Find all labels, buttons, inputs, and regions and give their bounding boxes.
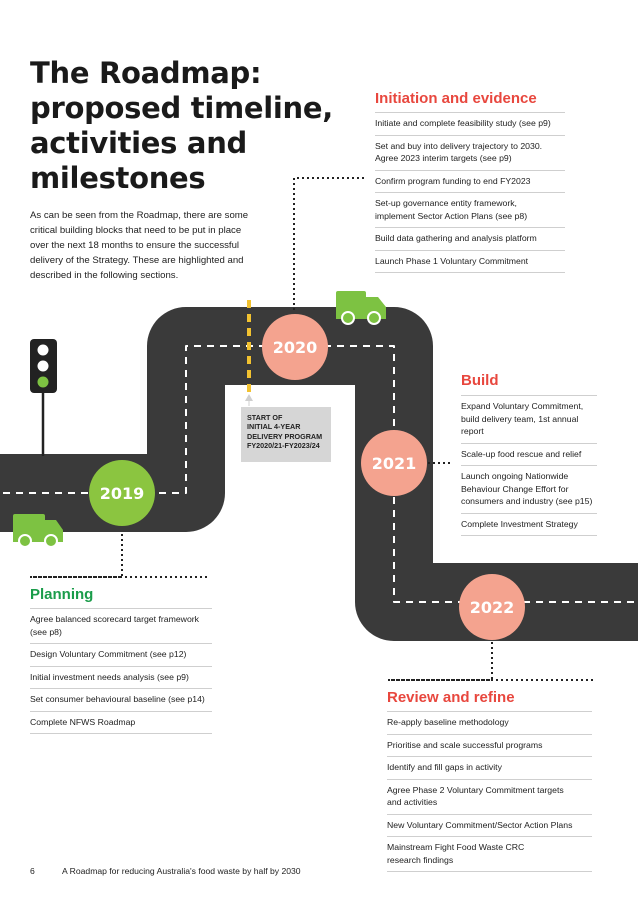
activity-list: Agree balanced scorecard target framewor… (30, 608, 212, 734)
list-item: Complete Investment Strategy (461, 512, 597, 536)
connector-2019 (30, 534, 210, 578)
delivery-truck-icon (13, 514, 63, 548)
list-item-text: Build data gathering and analysis platfo… (375, 233, 537, 243)
section-title: Initiation and evidence (375, 90, 537, 107)
list-item: Re-apply baseline methodology (387, 711, 592, 734)
list-item-text: Scale-up food rescue and relief (461, 448, 582, 459)
list-item: Initial investment needs analysis (see p… (30, 665, 212, 689)
list-item-text: Identify and fill gaps in activity (387, 762, 502, 772)
list-item: Complete NFWS Roadmap (30, 710, 212, 734)
activity-list: Initiate and complete feasibility study … (375, 112, 565, 273)
list-item: Launch Phase 1 Voluntary Commitment (375, 249, 565, 273)
list-item-text: Agree 2023 interim targets (see p9) (375, 153, 512, 163)
list-item-text: Initiate and complete feasibility study … (375, 118, 551, 128)
list-item-text: build delivery team, 1st annual (461, 413, 579, 424)
list-item-text: Launch Phase 1 Voluntary Commitment (375, 255, 529, 266)
list-item: Mainstream Fight Food Waste CRC research … (387, 836, 592, 872)
year-2019-marker: 2019 (89, 460, 155, 526)
section-initiation: Initiation and evidence Initiate and com… (375, 90, 565, 273)
year-2020-marker: 2020 (262, 314, 328, 380)
list-item-text: Behaviour Change Effort for (461, 483, 569, 494)
list-item-text: Set consumer behavioural baseline (see p… (30, 694, 205, 704)
traffic-light-icon (30, 339, 57, 456)
section-review: Review and refine Re-apply baseline meth… (387, 689, 592, 872)
section-title: Planning (30, 586, 94, 603)
activity-list: Expand Voluntary Commitment, build delive… (461, 395, 597, 536)
section-title: Review and refine (387, 689, 515, 706)
section-planning: Planning Agree balanced scorecard target… (30, 586, 212, 734)
list-item: Agree balanced scorecard target framewor… (30, 608, 212, 643)
connector-2020 (293, 177, 364, 310)
footer-text: A Roadmap for reducing Australia's food … (62, 866, 301, 876)
connector-2022 (388, 642, 594, 681)
list-item: Agree Phase 2 Voluntary Commitment targe… (387, 778, 592, 814)
list-item: Build data gathering and analysis platfo… (375, 227, 565, 250)
list-item: New Voluntary Commitment/Sector Action P… (387, 813, 592, 837)
page-number: 6 (30, 866, 35, 876)
list-item: Set consumer behavioural baseline (see p… (30, 688, 212, 711)
list-item-text: Design Voluntary Commitment (see p12) (30, 649, 187, 659)
list-item-text: Complete NFWS Roadmap (30, 716, 136, 727)
list-item-text: Mainstream Fight Food Waste CRC (387, 842, 525, 852)
intro-paragraph: As can be seen from the Roadmap, there a… (30, 210, 249, 281)
list-item: Identify and fill gaps in activity (387, 756, 592, 779)
list-item-text: implement Sector Action Plans (see p8) (375, 210, 528, 221)
section-build: Build Expand Voluntary Commitment, build … (461, 372, 597, 536)
list-item-text: New Voluntary Commitment/Sector Action P… (387, 819, 573, 830)
list-item-text: (see p8) (30, 626, 62, 637)
list-item-text: and activities (387, 797, 438, 807)
list-item-text: Confirm program funding to end FY2023 (375, 175, 531, 186)
list-item-text: Expand Voluntary Commitment, (461, 401, 584, 411)
list-item: Confirm program funding to end FY2023 (375, 169, 565, 193)
start-marker-arrowhead (245, 394, 253, 401)
list-item-text: Set and buy into delivery trajectory to … (375, 140, 543, 151)
list-item-text: Agree Phase 2 Voluntary Commitment targe… (387, 784, 564, 795)
section-title: Build (461, 372, 499, 389)
year-2021-marker: 2021 (361, 430, 427, 496)
list-item: Initiate and complete feasibility study … (375, 112, 565, 135)
page-title: The Roadmap: proposed timeline, activiti… (30, 56, 333, 195)
list-item-text: report (461, 426, 484, 436)
list-item: Set-up governance entity framework, imple… (375, 192, 565, 227)
list-item: Expand Voluntary Commitment, build delive… (461, 395, 597, 443)
list-item: Set and buy into delivery trajectory to … (375, 134, 565, 170)
list-item-text: research findings (387, 854, 454, 865)
list-item: Design Voluntary Commitment (see p12) (30, 643, 212, 666)
list-item-text: consumers and industry (see p15) (461, 496, 593, 506)
list-item-text: Complete Investment Strategy (461, 518, 578, 529)
list-item-text: Agree balanced scorecard target framewor… (30, 614, 200, 624)
program-start-label: START OF INITIAL 4-YEAR DELIVERY PROGRAM… (241, 407, 331, 462)
list-item-text: Prioritise and scale successful programs (387, 739, 543, 750)
list-item-text: Set-up governance entity framework, (375, 198, 517, 208)
list-item: Scale-up food rescue and relief (461, 442, 597, 466)
list-item-text: Initial investment needs analysis (see p… (30, 671, 189, 682)
list-item-text: Re-apply baseline methodology (387, 717, 509, 727)
list-item-text: Launch ongoing Nationwide (461, 471, 569, 481)
list-item: Prioritise and scale successful programs (387, 733, 592, 757)
delivery-truck-icon (336, 291, 386, 325)
year-2022-marker: 2022 (459, 574, 525, 640)
